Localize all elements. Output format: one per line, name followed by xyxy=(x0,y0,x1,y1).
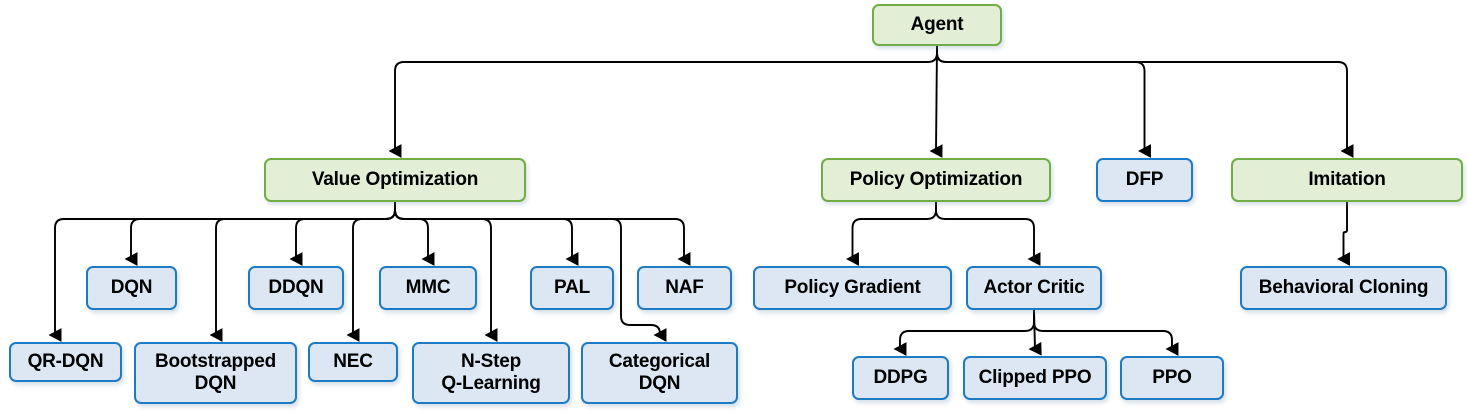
edge-agent-to-value_optimization xyxy=(388,46,938,158)
edge-actor_critic-to-ppo xyxy=(1033,310,1179,356)
edge-actor_critic-to-ddpg xyxy=(893,310,1035,356)
node-label-actor_critic: Actor Critic xyxy=(983,276,1085,298)
node-actor_critic[interactable]: Actor Critic xyxy=(966,266,1102,310)
node-n_step_q_learning[interactable]: N-Step Q-Learning xyxy=(412,342,570,404)
node-label-bootstrapped_dqn: Bootstrapped DQN xyxy=(154,350,277,394)
node-label-policy_optimization: Policy Optimization xyxy=(849,168,1023,190)
node-label-policy_gradient: Policy Gradient xyxy=(784,276,921,298)
node-ppo[interactable]: PPO xyxy=(1120,356,1224,400)
edge-value_optimization-to-naf xyxy=(394,202,691,266)
edge-value_optimization-to-mmc xyxy=(394,202,435,266)
node-qr_dqn[interactable]: QR-DQN xyxy=(9,342,122,382)
edge-actor_critic-to-clipped_ppo xyxy=(1028,309,1042,356)
node-nec[interactable]: NEC xyxy=(308,342,398,382)
node-ddpg[interactable]: DDPG xyxy=(852,356,949,400)
node-label-value_optimization: Value Optimization xyxy=(311,168,479,190)
edge-agent-to-policy_optimization xyxy=(929,45,943,158)
node-label-n_step_q_learning: N-Step Q-Learning xyxy=(441,350,541,394)
node-naf[interactable]: NAF xyxy=(637,266,732,310)
node-label-naf: NAF xyxy=(665,276,704,298)
node-agent[interactable]: Agent xyxy=(872,4,1002,46)
node-label-behavioral_cloning: Behavioral Cloning xyxy=(1258,276,1429,298)
node-label-qr_dqn: QR-DQN xyxy=(27,350,104,372)
edge-policy_optimization-to-policy_gradient xyxy=(846,202,937,266)
node-dfp[interactable]: DFP xyxy=(1096,158,1193,202)
node-label-dfp: DFP xyxy=(1125,168,1164,190)
node-label-imitation: Imitation xyxy=(1308,168,1386,190)
node-label-nec: NEC xyxy=(333,350,373,372)
node-label-clipped_ppo: Clipped PPO xyxy=(978,366,1092,388)
node-mmc[interactable]: MMC xyxy=(379,266,477,310)
node-bootstrapped_dqn[interactable]: Bootstrapped DQN xyxy=(134,342,297,404)
node-dqn[interactable]: DQN xyxy=(86,266,177,310)
node-clipped_ppo[interactable]: Clipped PPO xyxy=(963,356,1107,400)
node-policy_optimization[interactable]: Policy Optimization xyxy=(821,158,1051,202)
edge-policy_optimization-to-actor_critic xyxy=(935,202,1041,266)
node-label-ddqn: DDQN xyxy=(268,276,324,298)
node-label-dqn: DQN xyxy=(110,276,153,298)
node-label-pal: PAL xyxy=(554,276,590,298)
node-label-ddpg: DDPG xyxy=(873,366,928,388)
node-value_optimization[interactable]: Value Optimization xyxy=(264,158,526,202)
edge-agent-to-imitation xyxy=(936,46,1354,158)
edge-value_optimization-to-dqn xyxy=(124,202,396,266)
edge-imitation-to-behavioral_cloning xyxy=(1337,202,1350,266)
node-label-agent: Agent xyxy=(910,13,964,35)
node-policy_gradient[interactable]: Policy Gradient xyxy=(753,266,952,310)
node-ddqn[interactable]: DDQN xyxy=(248,266,344,310)
node-label-ppo: PPO xyxy=(1152,366,1192,388)
node-imitation[interactable]: Imitation xyxy=(1231,158,1463,202)
node-behavioral_cloning[interactable]: Behavioral Cloning xyxy=(1240,266,1447,310)
node-pal[interactable]: PAL xyxy=(530,266,614,310)
node-label-categorical_dqn: Categorical DQN xyxy=(608,350,711,394)
node-label-mmc: MMC xyxy=(405,276,451,298)
edge-agent-to-dfp xyxy=(936,46,1151,158)
node-categorical_dqn[interactable]: Categorical DQN xyxy=(581,342,738,404)
edge-value_optimization-to-pal xyxy=(394,202,579,266)
edge-value_optimization-to-ddqn xyxy=(289,202,396,266)
